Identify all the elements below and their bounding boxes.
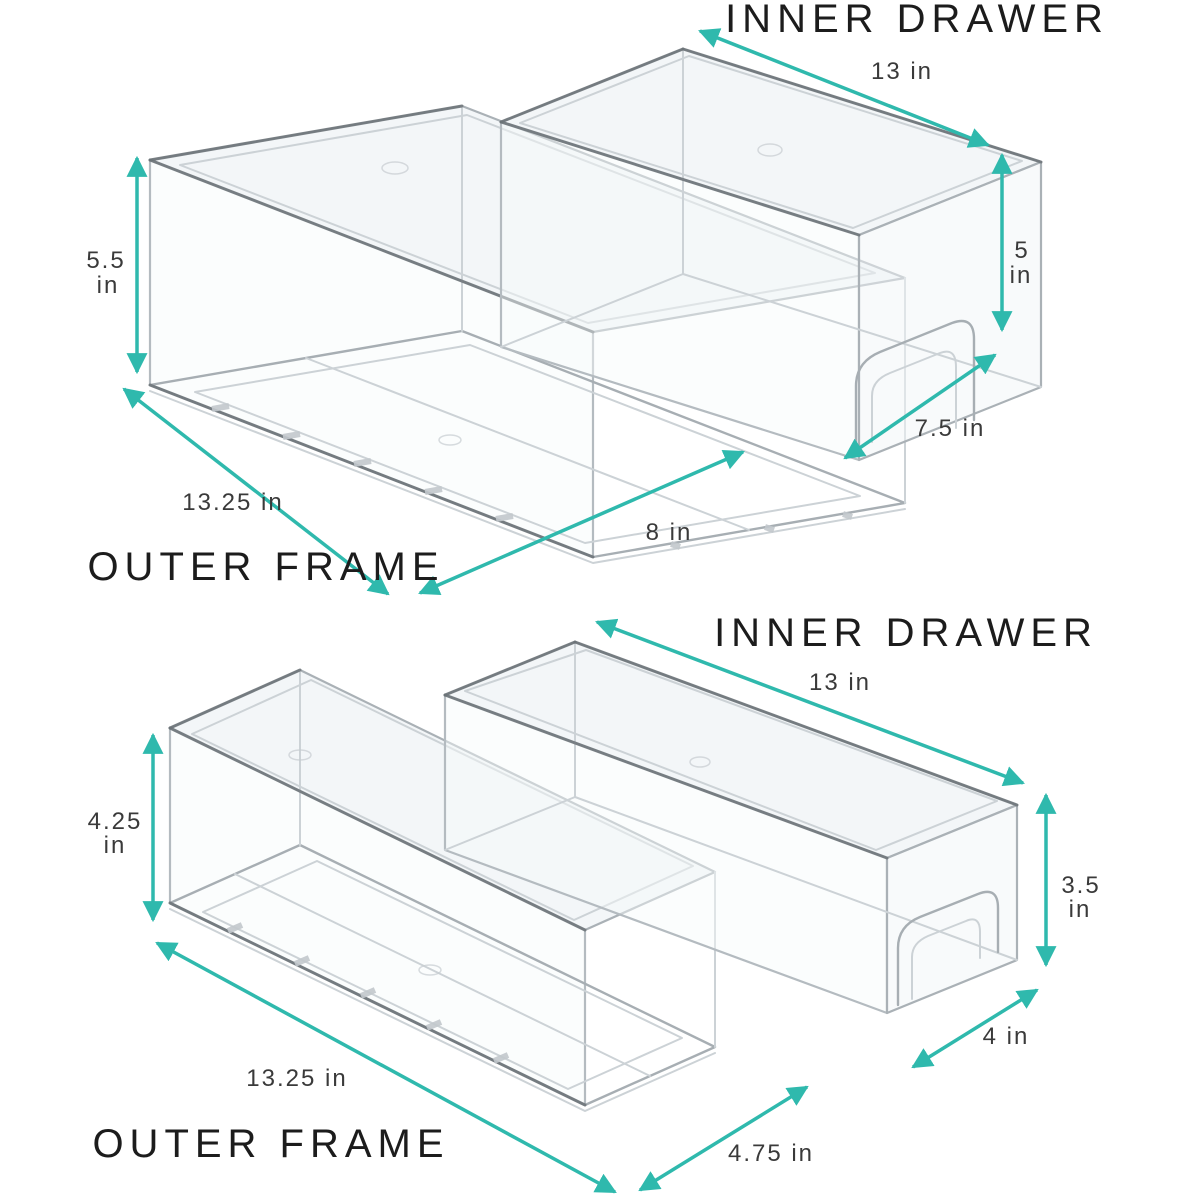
dim-arrow-top-drawer-length bbox=[698, 28, 990, 148]
top-frame-height-label-unit: in bbox=[97, 272, 120, 299]
dim-arrow-bottom-frame-width bbox=[638, 1085, 809, 1192]
top-drawer-height-label-unit: in bbox=[1010, 262, 1033, 289]
bottom-inner-drawer-title: INNER DRAWER bbox=[714, 611, 1098, 655]
dim-arrow-top-frame-length bbox=[122, 387, 390, 596]
top-outer-frame-title: OUTER FRAME bbox=[87, 545, 444, 589]
bottom-frame-height-label-unit: in bbox=[104, 832, 127, 859]
top-drawer-height-label-value: 5 bbox=[1014, 237, 1029, 264]
top-drawer-width-label: 7.5 in bbox=[915, 415, 986, 442]
bottom-drawer-height-label-unit: in bbox=[1069, 896, 1092, 923]
bottom-drawer-length-label: 13 in bbox=[809, 669, 871, 696]
bottom-outer-frame-title: OUTER FRAME bbox=[92, 1122, 449, 1166]
dimension-arrows-top bbox=[122, 28, 1013, 596]
dim-arrow-bottom-drawer-width bbox=[911, 988, 1039, 1069]
bottom-frame-width-label: 4.75 in bbox=[728, 1140, 814, 1167]
dim-arrow-bottom-drawer-length bbox=[595, 618, 1025, 787]
top-frame-height-label-value: 5.5 bbox=[86, 247, 125, 274]
dim-arrow-top-drawer-width bbox=[843, 353, 997, 460]
bottom-drawer-height-label-value: 3.5 bbox=[1061, 872, 1100, 899]
dim-arrow-bottom-frame-length bbox=[155, 941, 617, 1194]
top-inner-drawer-title: INNER DRAWER bbox=[725, 0, 1109, 41]
top-frame-length-label: 13.25 in bbox=[182, 489, 283, 516]
dimension-arrows-bottom bbox=[142, 618, 1057, 1194]
top-frame-width-label: 8 in bbox=[646, 519, 693, 546]
top-drawer-length-label: 13 in bbox=[871, 58, 933, 85]
bottom-drawer-width-label: 4 in bbox=[983, 1023, 1030, 1050]
bottom-frame-height-label-value: 4.25 bbox=[88, 808, 143, 835]
dim-arrow-top-frame-width bbox=[418, 449, 745, 596]
bottom-frame-length-label: 13.25 in bbox=[246, 1065, 347, 1092]
drawer-handle-bottom bbox=[896, 890, 1000, 1007]
